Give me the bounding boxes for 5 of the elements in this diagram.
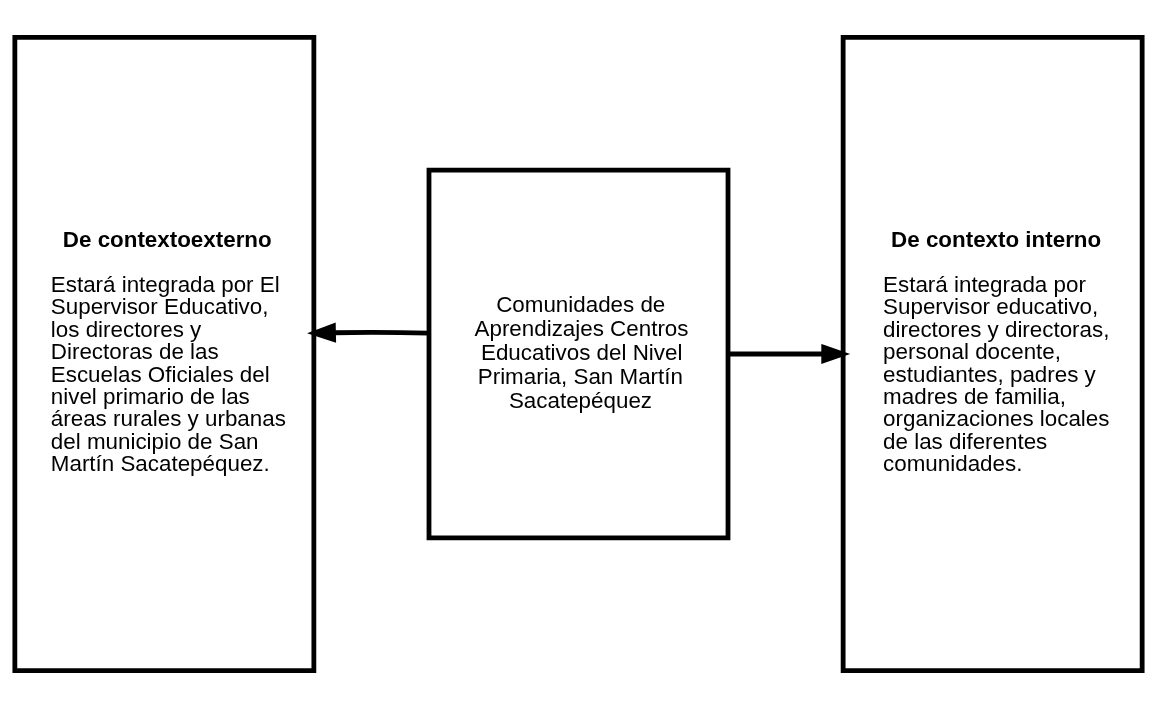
arrow (307, 322, 429, 343)
node-box: De contextoexterno Estará integrada por El Supervisor Educativo, los directores y Directoras de las Escuelas Oficiales del nivel primario de las áreas rurales y urbanas del municipio de San Martín Sacatepéquez. (12, 35, 317, 673)
node-box: Comunidades de Aprendizajes Centros Educativos del Nivel Primaria, San Martín Sacatepéquez (426, 167, 731, 541)
node-box: De contexto interno Estará integrada por Supervisor educativo, directores y directoras, personal docente, estudiantes, padres y madres de familia, organizaciones locales de las diferentes comunidades. (840, 35, 1145, 673)
arrow (728, 343, 851, 365)
